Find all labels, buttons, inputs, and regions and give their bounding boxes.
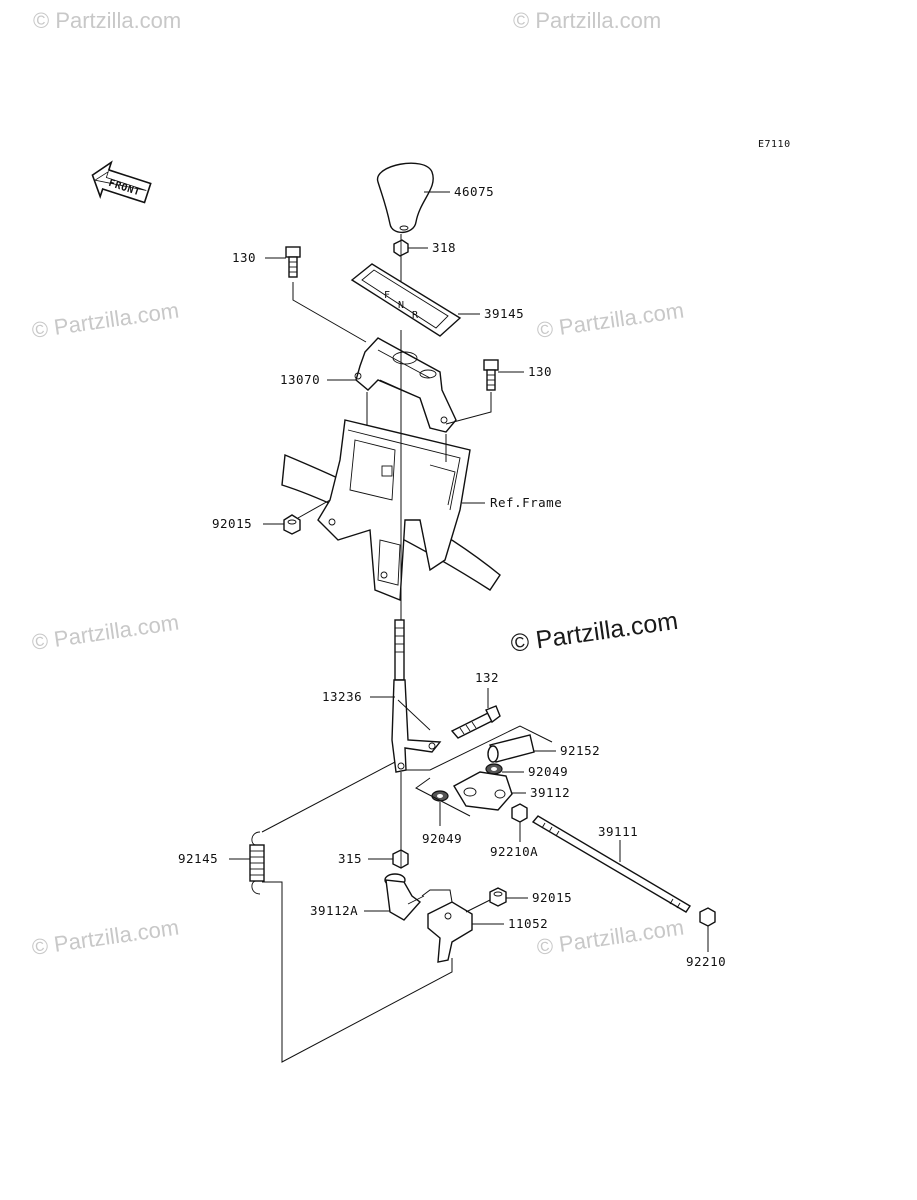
plate-mark: R xyxy=(412,310,419,321)
bolt-132 xyxy=(450,705,501,739)
label-13236: 13236 xyxy=(322,689,362,704)
nut-318 xyxy=(393,239,409,257)
watermark: © Partzilla.com xyxy=(535,298,685,343)
watermark: © Partzilla.com xyxy=(30,610,180,655)
plate-mark: N xyxy=(398,300,405,311)
label-92210a: 92210A xyxy=(490,844,538,859)
watermark: © Partzilla.com xyxy=(513,8,661,33)
label-92145: 92145 xyxy=(178,851,218,866)
plate-mark: F xyxy=(384,290,391,301)
nut-92015-lower xyxy=(489,887,507,907)
label-13070: 13070 xyxy=(280,372,320,387)
bolt-130-right xyxy=(483,359,499,391)
label-92152: 92152 xyxy=(560,743,600,758)
nut-315 xyxy=(392,849,409,869)
label-46075: 46075 xyxy=(454,184,494,199)
label-92015-upper: 92015 xyxy=(212,516,252,531)
watermark: © Partzilla.com xyxy=(33,8,181,33)
label-39145: 39145 xyxy=(484,306,524,321)
label-318: 318 xyxy=(432,240,456,255)
label-11052: 11052 xyxy=(508,916,548,931)
spring-92145 xyxy=(249,831,265,895)
washer-92049-right xyxy=(485,763,503,775)
watermark: © Partzilla.com xyxy=(30,915,180,960)
washer-92049-left xyxy=(431,790,449,802)
front-arrow-icon: FRONT xyxy=(91,160,152,204)
label-39112: 39112 xyxy=(530,785,570,800)
label-92049-left: 92049 xyxy=(422,831,462,846)
nut-92210 xyxy=(699,907,716,927)
watermark-center: © Partzilla.com xyxy=(509,607,680,658)
label-ref-frame: Ref.Frame xyxy=(490,495,562,510)
label-92049-right: 92049 xyxy=(528,764,568,779)
watermark: © Partzilla.com xyxy=(535,915,685,960)
label-92015-lower: 92015 xyxy=(532,890,572,905)
leader-lines xyxy=(229,191,709,1063)
label-92210: 92210 xyxy=(686,954,726,969)
frame-bracket xyxy=(317,419,471,602)
shift-lever-housing xyxy=(354,337,457,433)
nut-92210a xyxy=(511,803,528,823)
bolt-130-left xyxy=(285,246,301,278)
collar-92152 xyxy=(487,734,535,763)
shift-arm-39112 xyxy=(453,771,513,811)
part-labels: 46075 318 130 39145 130 13070 Ref.Frame … xyxy=(178,184,726,969)
shift-rod-39111 xyxy=(531,815,691,913)
shift-knob xyxy=(377,162,434,234)
label-39112a: 39112A xyxy=(310,903,358,918)
nut-92015-upper xyxy=(283,514,301,535)
ball-joint-39112a xyxy=(384,873,425,921)
shift-indicator-plate: F N R xyxy=(350,263,462,337)
label-130-left: 130 xyxy=(232,250,256,265)
label-315: 315 xyxy=(338,851,362,866)
diagram-code: E7110 xyxy=(758,139,791,150)
label-130-right: 130 xyxy=(528,364,552,379)
label-132: 132 xyxy=(475,670,499,685)
bracket-11052 xyxy=(427,901,473,963)
watermark: © Partzilla.com xyxy=(30,298,180,343)
label-39111: 39111 xyxy=(598,824,638,839)
shift-lever-rod xyxy=(391,619,442,773)
